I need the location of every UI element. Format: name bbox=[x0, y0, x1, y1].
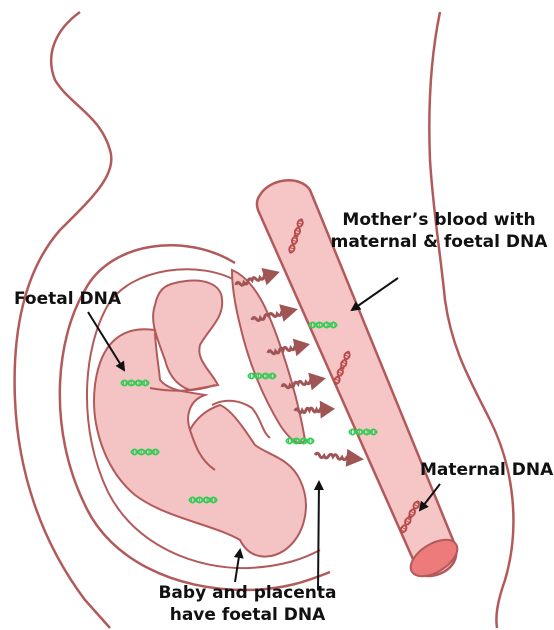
placenta bbox=[232, 270, 305, 443]
pointer-arrow-baby bbox=[235, 550, 240, 582]
transfer-arrow-icon bbox=[314, 446, 365, 468]
label-foetal-dna: Foetal DNA bbox=[14, 288, 121, 310]
baby bbox=[94, 281, 306, 557]
label-maternal-dna: Maternal DNA bbox=[420, 459, 553, 481]
pointer-arrow-placenta bbox=[318, 482, 319, 590]
label-baby-placenta-line2: have foetal DNA bbox=[150, 604, 345, 626]
label-mothers-blood-line2: maternal & foetal DNA bbox=[330, 231, 548, 253]
label-mothers-blood: Mother’s blood with maternal & foetal DN… bbox=[330, 209, 548, 253]
label-mothers-blood-line1: Mother’s blood with bbox=[330, 209, 548, 231]
mother-body-outline-left bbox=[15, 12, 112, 628]
label-baby-placenta: Baby and placenta have foetal DNA bbox=[150, 582, 345, 626]
label-baby-placenta-line1: Baby and placenta bbox=[150, 582, 345, 604]
pointer-arrow-mothers-blood bbox=[352, 278, 398, 310]
